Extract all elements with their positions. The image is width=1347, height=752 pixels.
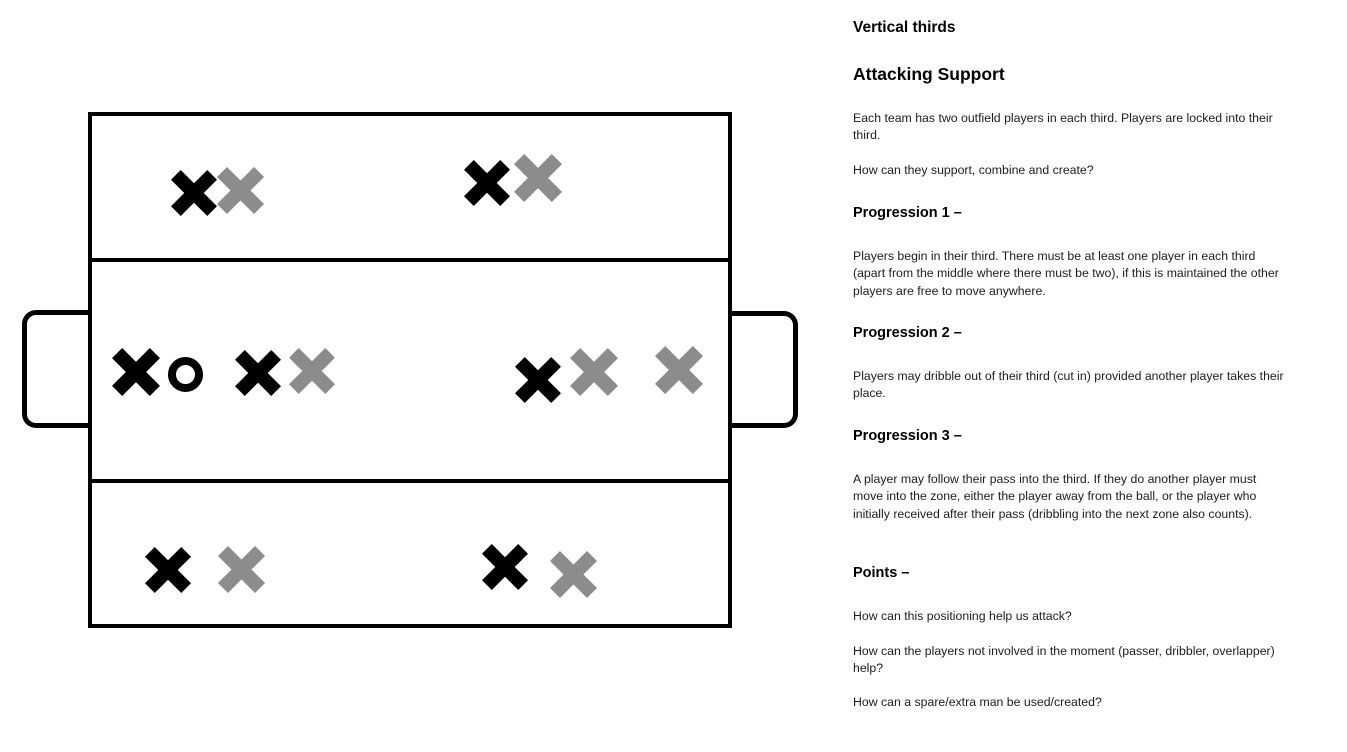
player-marker-gray-x <box>289 348 335 394</box>
page-title: Vertical thirds <box>853 19 956 36</box>
progression-1-heading: Progression 1 – <box>853 205 962 221</box>
third-divider-upper <box>92 258 728 262</box>
intro-question: How can they support, combine and create… <box>853 163 1094 177</box>
progression-2-body: Players may dribble out of their third (… <box>853 369 1284 401</box>
player-marker-gray-x <box>217 545 265 593</box>
player-marker-black-x <box>515 357 561 403</box>
player-marker-black-x <box>145 547 191 593</box>
point-question-1: How can this positioning help us attack? <box>853 609 1072 623</box>
progression-3-body: A player may follow their pass into the … <box>853 472 1257 521</box>
points-heading: Points – <box>853 565 910 581</box>
section-title: Attacking Support <box>853 64 1005 84</box>
player-marker-gray-x <box>549 550 597 598</box>
player-marker-gray-x <box>570 348 618 396</box>
progression-3-heading: Progression 3 – <box>853 428 962 444</box>
player-marker-black-x <box>482 544 528 590</box>
player-marker-gray-x <box>216 166 264 214</box>
player-marker-black-x <box>112 348 160 396</box>
progression-2-heading: Progression 2 – <box>853 325 962 341</box>
intro-paragraph: Each team has two outfield players in ea… <box>853 111 1273 143</box>
player-marker-gray-x <box>514 154 562 202</box>
point-question-3: How can a spare/extra man be used/create… <box>853 695 1102 709</box>
goal-left <box>22 310 92 428</box>
goal-right <box>727 311 798 428</box>
ball-marker <box>167 356 203 392</box>
point-question-2: How can the players not involved in the … <box>853 644 1275 676</box>
progression-1-body: Players begin in their third. There must… <box>853 249 1279 298</box>
player-marker-black-x <box>464 160 510 206</box>
player-marker-black-x <box>235 350 281 396</box>
player-marker-gray-x <box>655 346 703 394</box>
player-marker-black-x <box>171 170 217 216</box>
third-divider-lower <box>92 479 728 483</box>
